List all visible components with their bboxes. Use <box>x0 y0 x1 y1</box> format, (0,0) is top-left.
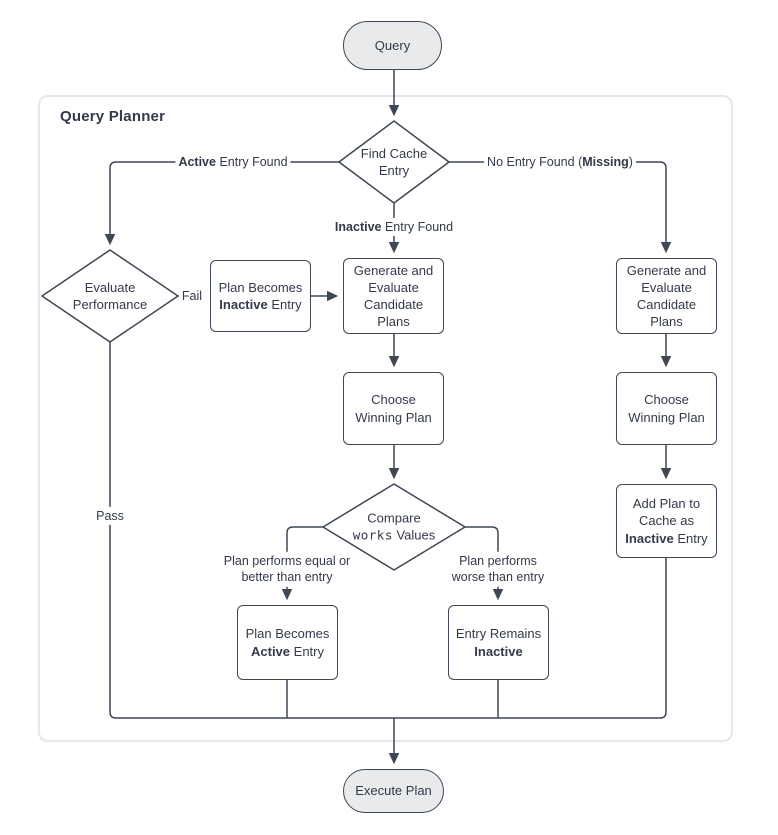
node-execute-plan: Execute Plan <box>343 769 444 813</box>
find-cache-diamond-shape <box>338 120 450 204</box>
edge-label-fail: Fail <box>178 286 206 306</box>
edge-label-inactive-entry-found: Inactive Entry Found <box>331 217 457 237</box>
evaluate-diamond-shape <box>41 249 179 343</box>
edge-label-no-entry-found: No Entry Found (Missing) <box>484 152 636 172</box>
node-choose-winning-right: Choose Winning Plan <box>616 372 717 445</box>
edge-no-entry <box>449 161 672 254</box>
node-find-cache-entry: Find Cache Entry <box>360 145 428 178</box>
node-generate-candidates-mid: Generate and Evaluate Candidate Plans <box>343 258 444 334</box>
edge-active-found <box>104 161 339 246</box>
compare-diamond-shape <box>322 483 466 571</box>
node-choose-winning-mid: Choose Winning Plan <box>343 372 444 445</box>
node-entry-remains-inactive: Entry Remains Inactive <box>448 605 549 680</box>
edge-collector <box>109 342 667 719</box>
node-compare-works-values: Compare works Values <box>352 510 436 543</box>
node-generate-candidates-right: Generate and Evaluate Candidate Plans <box>616 258 717 334</box>
edge-label-pass: Pass <box>93 506 127 526</box>
edge-label-equal-or-better: Plan performs equal or better than entry <box>215 551 359 587</box>
node-query: Query <box>343 21 442 70</box>
node-add-plan-to-cache: Add Plan to Cache as Inactive Entry <box>616 484 717 558</box>
node-evaluate-performance: Evaluate Performance <box>72 279 148 312</box>
edge-label-active-entry-found: Active Entry Found <box>175 152 291 172</box>
node-plan-becomes-inactive: Plan Becomes Inactive Entry <box>210 260 311 332</box>
edge-worse <box>465 526 504 601</box>
container-title: Query Planner <box>60 108 166 125</box>
node-plan-becomes-active: Plan Becomes Active Entry <box>237 605 338 680</box>
edge-label-worse: Plan performs worse than entry <box>439 551 557 587</box>
edge-equal-better <box>281 526 323 601</box>
